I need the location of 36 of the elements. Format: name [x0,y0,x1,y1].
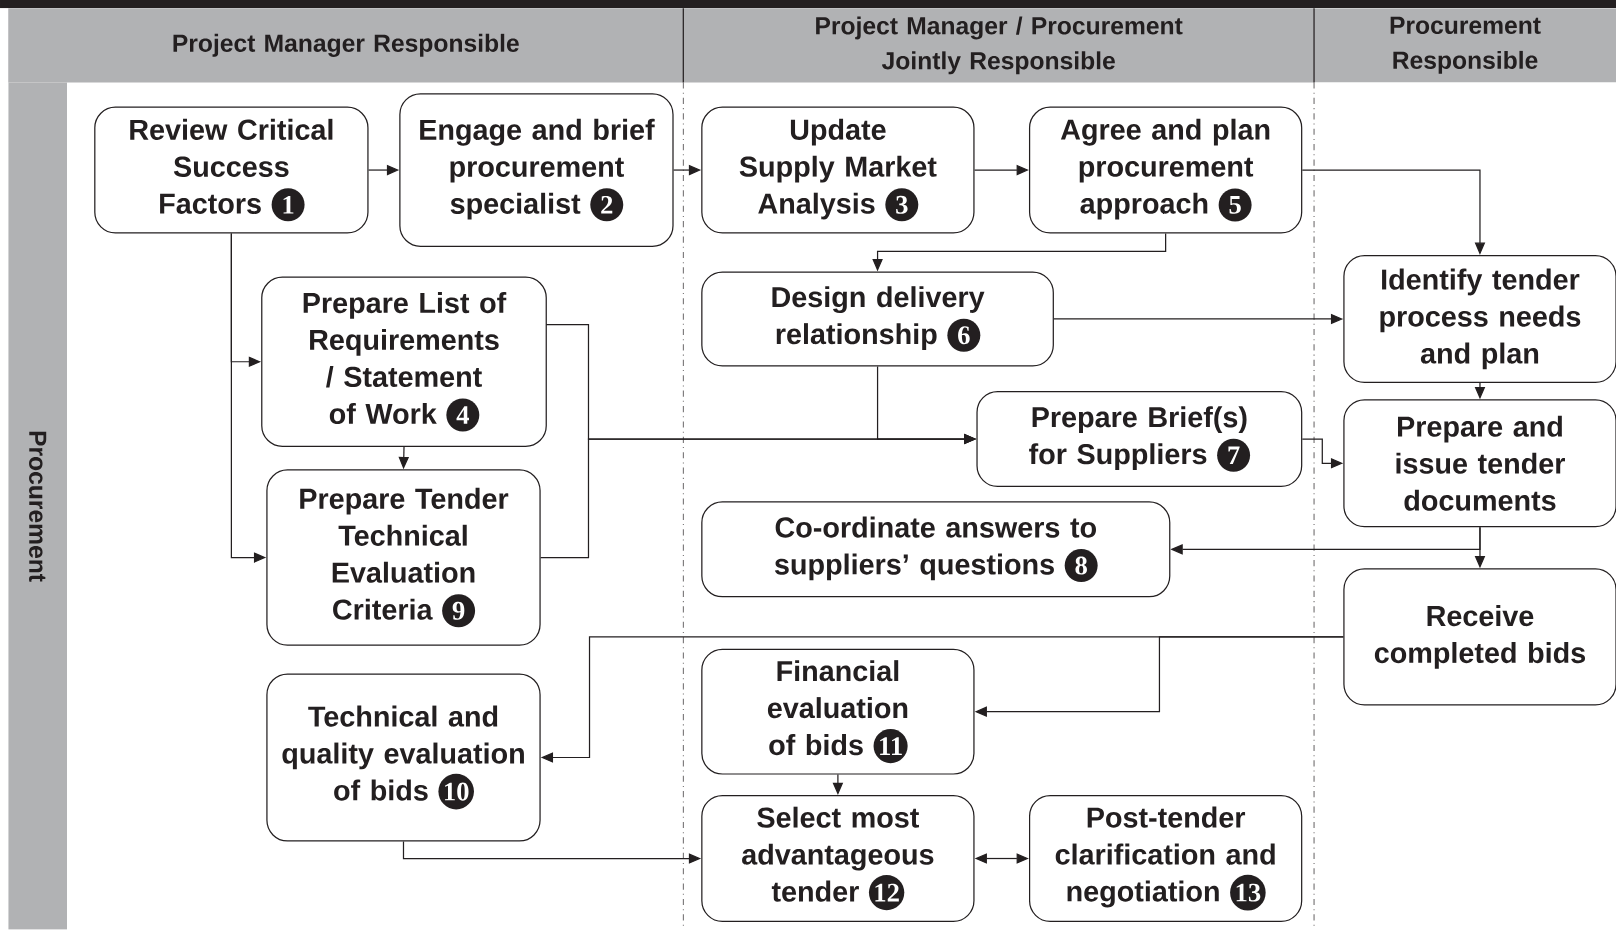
step-number: 1 [271,188,305,222]
step-number: 8 [1064,549,1098,583]
process-box: Receive completed bids [1343,568,1616,706]
process-box: Agree and plan procurement approach 5 [1028,106,1303,234]
process-box: Technical and quality evaluation of bids 10 [266,673,541,842]
node-label: Procurement [29,431,47,582]
step-number: 7 [1217,439,1251,472]
step-number: 2 [590,188,624,222]
process-box: Post-tender clarification and negotiation 13 [1028,795,1303,923]
lane-header: Procurement Responsible [1314,8,1616,83]
process-box: Prepare Brief(s) for Suppliers 7 [976,391,1303,488]
step-number: 10 [438,774,474,810]
process-box: Prepare Tender Technical Evaluation Criteria 9 [266,469,541,646]
step-number: 6 [947,318,981,352]
step-number: 13 [1230,875,1266,911]
process-box: Design delivery relationship 6 [701,271,1054,367]
process-box: Co-ordinate answers to suppliers’ questions 8 [701,501,1171,598]
node-label: Project Manager / Procurement Jointly Responsible [816,16,1183,75]
node-label: Procurement Responsible [1390,17,1541,75]
step-number: 11 [873,729,908,764]
lane-header: Procurement [8,82,67,930]
step-number: 4 [446,398,480,432]
process-box: Engage and brief procurement specialist 2 [399,93,674,248]
process-box: Identify tender process needs and plan [1343,255,1616,384]
step-number: 12 [868,875,905,911]
node-label: Project Manager Responsible [173,34,519,58]
process-box: Update Supply Market Analysis 3 [701,106,975,234]
process-box: Financial evaluation of bids 11 [701,648,975,775]
process-box: Review Critical Success Factors 1 [94,106,369,234]
step-number: 3 [885,188,919,222]
process-box: Prepare List of Requirements / Statement of Work 4 [261,276,547,448]
process-box: Select most advantageous tender 12 [701,795,975,923]
process-box: Prepare and issue tender documents [1343,399,1616,528]
step-number: 5 [1218,188,1252,222]
step-number: 9 [442,594,476,628]
lane-header: Project Manager Responsible [8,8,684,83]
